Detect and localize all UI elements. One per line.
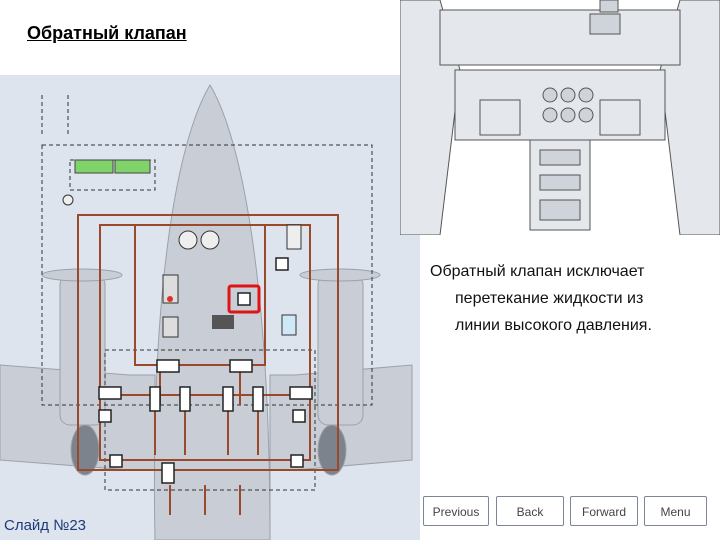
menu-button[interactable]: Menu: [644, 496, 707, 526]
back-button[interactable]: Back: [496, 496, 564, 526]
caption-line-2: перетекание жидкости из: [455, 290, 644, 307]
caption-line-1: Обратный клапан исключает: [430, 263, 645, 280]
cockpit-illustration: [399, 0, 720, 236]
slide-title: Обратный клапан: [27, 23, 187, 43]
forward-button[interactable]: Forward: [570, 496, 638, 526]
hydraulic-diagram: [0, 75, 420, 540]
gauges: [162, 224, 302, 338]
caption-line-3: линии высокого давления.: [455, 317, 652, 334]
aircraft-silhouette: [0, 84, 413, 540]
valves: [98, 257, 313, 484]
previous-button[interactable]: Previous: [423, 496, 489, 526]
title-area: Обратный клапан: [0, 0, 400, 75]
caption-text: Обратный клапан исключает перетекание жи…: [430, 258, 710, 339]
slide-number: Слайд №23: [4, 517, 87, 534]
indicator-lamps: [62, 159, 151, 206]
check-valve-highlight: [227, 284, 261, 314]
pressure-pipes: [77, 214, 339, 515]
